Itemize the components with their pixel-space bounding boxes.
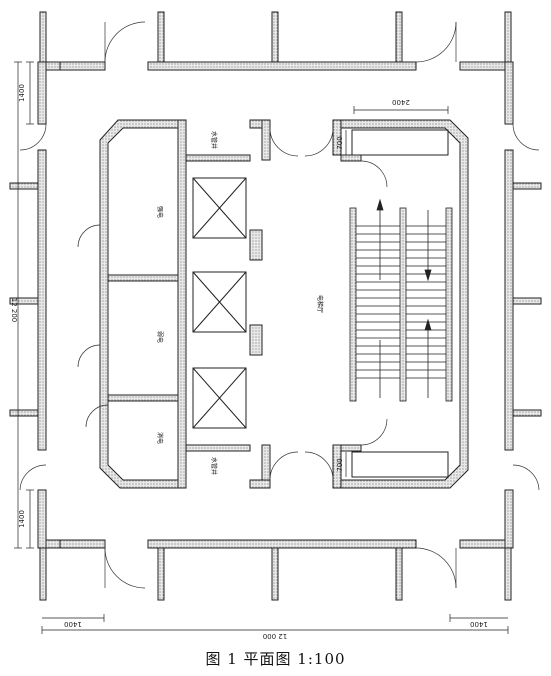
dim-total-height: 12 200 [10,298,18,323]
label-room-lower: 消电 [156,432,164,444]
staircase [349,198,453,402]
dim-left-top: 1400 [18,84,26,102]
dim-left-bottom: 1400 [18,510,26,528]
label-room-middle: 弱电 [156,331,164,343]
elevator-shafts [192,177,247,429]
label-shaft-bottom: 水管井 [210,457,218,475]
doors [19,21,540,589]
dim-total-width: 12 000 [263,632,288,640]
dim-stair-bottom: 700 [336,458,344,471]
label-lobby: 电梯厅 [316,295,324,313]
core-left-walls [99,119,271,489]
dim-bottom-left: 1400 [64,620,82,628]
label-room-upper: 强电 [156,206,164,218]
dim-stair-top: 700 [336,136,344,149]
dim-stair-width: 2400 [392,98,410,106]
figure-caption: 图 1 平面图 1:100 [205,650,346,668]
dim-bottom-right: 1400 [470,620,488,628]
corridor-partitions [9,11,542,601]
dimension-lines [14,61,509,634]
floor-plan: 12 200 1400 1400 12 000 1400 1400 2400 7… [9,11,542,640]
outer-walls [37,61,514,549]
label-shaft-top: 水管井 [210,131,218,149]
